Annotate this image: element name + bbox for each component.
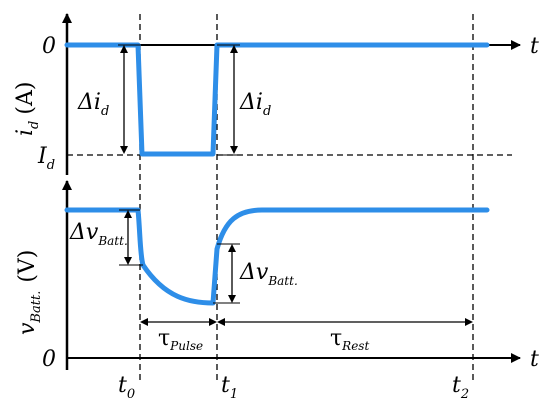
current-zero-tick-label: 0 bbox=[42, 34, 56, 59]
current-t-axis-name: t bbox=[530, 34, 539, 59]
delta-i-right-label: Δid bbox=[239, 90, 271, 119]
current-waveform bbox=[64, 42, 490, 157]
t0-label: t0 bbox=[118, 373, 135, 402]
t1-label: t1 bbox=[221, 373, 238, 402]
delta-v-right-label: ΔvBatt. bbox=[239, 260, 298, 288]
voltage-waveform bbox=[64, 207, 490, 306]
voltage-zero-tick-label: 0 bbox=[42, 347, 56, 372]
voltage-axis-label: vBatt.(V) bbox=[15, 250, 44, 335]
delta-v-left-label: ΔvBatt. bbox=[69, 220, 128, 248]
voltage-t-axis-name: t bbox=[530, 347, 539, 372]
tau-rest-label: τRest bbox=[330, 326, 369, 353]
current-axis-label: id(A) bbox=[13, 82, 42, 136]
current-id-tick-label: Id bbox=[37, 144, 55, 173]
tau-pulse-label: τPulse bbox=[158, 326, 203, 353]
delta-i-left-label: Δid bbox=[77, 90, 109, 119]
t2-label: t2 bbox=[452, 373, 469, 402]
